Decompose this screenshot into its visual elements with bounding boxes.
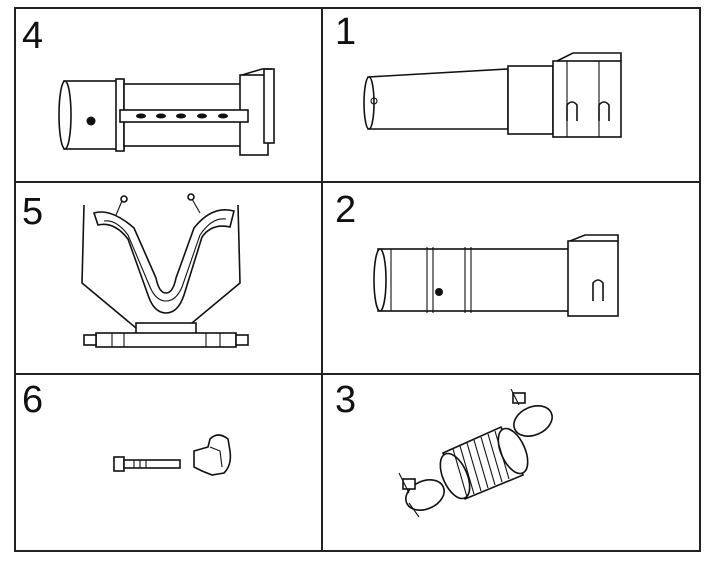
middle-tube-drawing (373, 234, 619, 317)
part-number: 2 (335, 189, 357, 231)
part-number: 6 (22, 379, 44, 421)
shoulder-strap-frame-drawing (81, 193, 249, 348)
frame-top (14, 7, 701, 9)
frame-left (14, 7, 16, 552)
bolt-and-knob-drawing (113, 434, 232, 476)
panel-part-3: 3 (323, 375, 699, 550)
part-number: 3 (335, 379, 357, 421)
frame-row-divider-1 (14, 181, 701, 183)
part-number: 1 (335, 11, 357, 53)
frame-bottom (14, 550, 701, 552)
part-number: 5 (22, 191, 44, 233)
frame-center-divider (321, 7, 323, 552)
part-number: 4 (22, 15, 44, 57)
panel-part-4: 4 (16, 9, 321, 181)
nozzle-tube-drawing (363, 52, 622, 138)
frame-right (699, 7, 701, 552)
frame-row-divider-2 (14, 373, 701, 375)
upper-tube-drawing (58, 68, 275, 156)
panel-part-2: 2 (323, 183, 699, 373)
panel-part-6: 6 (16, 375, 321, 550)
panel-part-1: 1 (323, 9, 699, 181)
panel-part-5: 5 (16, 183, 321, 373)
flex-hose-drawing (398, 388, 553, 518)
